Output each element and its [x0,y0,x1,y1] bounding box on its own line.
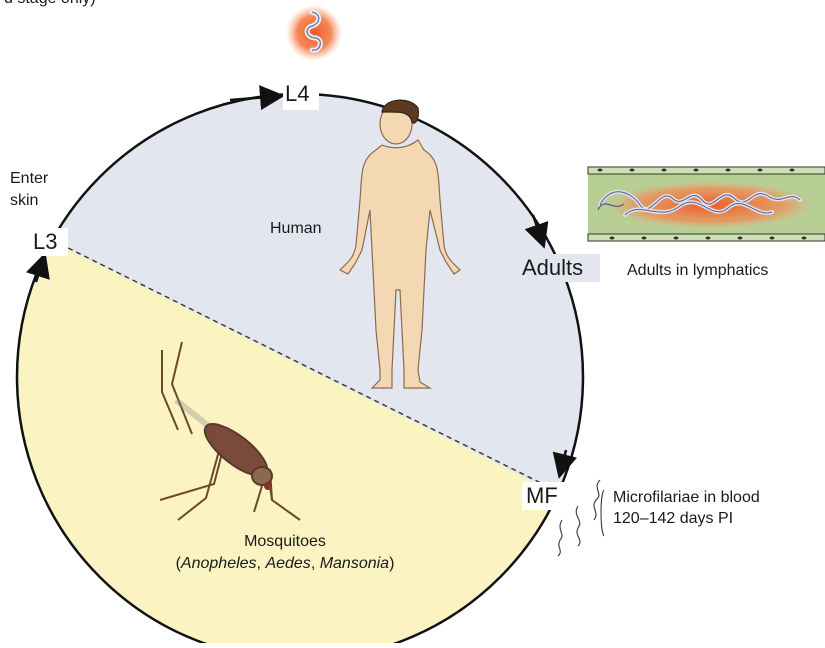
microfilariae-label-line1: Microfilariae in blood [613,489,760,507]
microfilariae-label-line2: 120–142 days PI [613,510,733,528]
enter-skin-label-line1: Enter [10,170,48,188]
genera-close-paren: ) [389,555,394,572]
mosquitoes-label: Mosquitoes [195,533,375,551]
stage-l4-label: L4 [285,81,309,107]
genus-mansonia: Mansonia [320,555,389,572]
mosquito-genera-label: (Anopheles, Aedes, Mansonia) [140,555,430,573]
stage-l3-label: L3 [33,229,57,255]
lymphatic-vessel-icon [588,167,825,241]
top-partial-text: d stage only) [4,0,96,8]
adults-in-lymphatics-label: Adults in lymphatics [627,262,768,280]
stage-mf-label: MF [526,483,558,509]
genera-separator-2: , [311,555,320,572]
mf-bracket [601,490,604,536]
stage-adults-label: Adults [522,255,583,281]
genus-anopheles: Anopheles [181,555,257,572]
genus-aedes: Aedes [265,555,310,572]
human-label: Human [270,220,322,238]
enter-skin-label-line2: skin [10,192,38,210]
l4-larva-icon [286,5,342,61]
